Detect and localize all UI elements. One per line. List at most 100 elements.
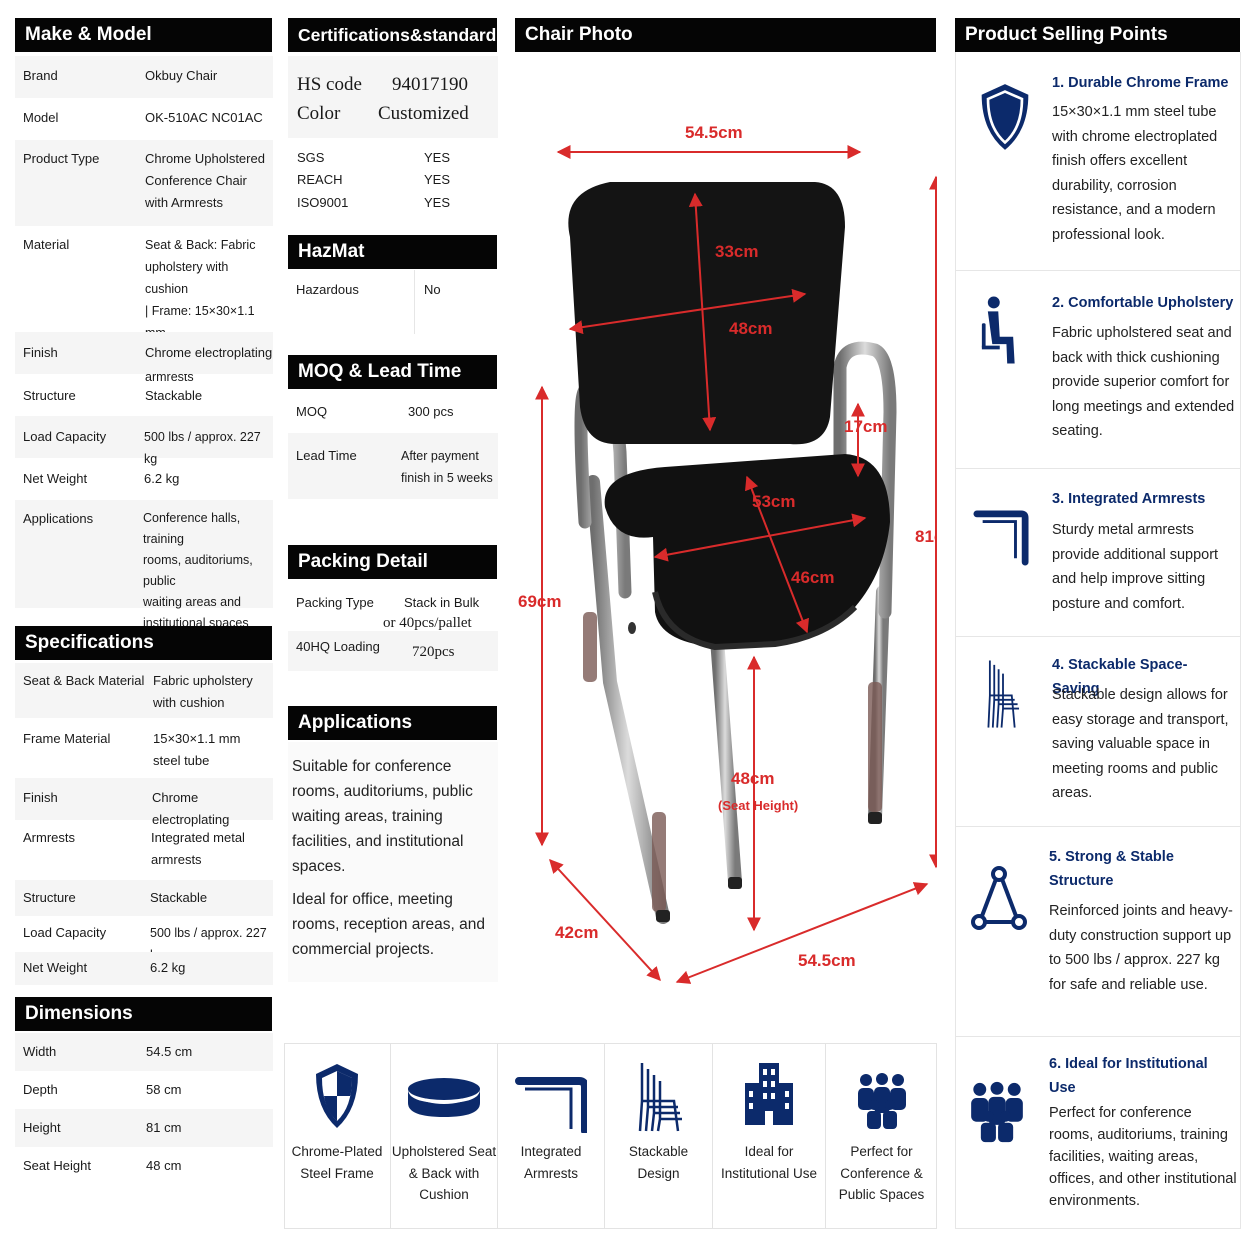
icon-bar-label: Stackable Design [628, 1144, 689, 1181]
packing-type-value-2: or 40pcs/pallet [383, 615, 472, 631]
chair-backrest [568, 182, 845, 445]
applications-header: Applications [288, 706, 497, 740]
row-value: 58 cm [146, 1082, 182, 1097]
applications-paragraph-2: Ideal for office, meeting rooms, recepti… [292, 891, 485, 958]
row-key: Seat & Back Material [23, 673, 145, 688]
packing-block: Packing Type Stack in Bulk or 40pcs/pall… [288, 581, 498, 671]
row-value: 15×30×1.1 mm steel tube [153, 731, 241, 768]
dim-base-width: 54.5cm [798, 951, 856, 970]
selling-point-6: 6. Ideal for Institutional Use Perfect f… [955, 1036, 1240, 1229]
table-row: Seat & Back Material Fabric upholstery wi… [15, 663, 273, 718]
cushion-icon [408, 1078, 480, 1117]
make-model-header: Make & Model [15, 18, 272, 52]
table-row: Structure Stackable [15, 374, 273, 416]
dim-arm-total: 69cm [518, 592, 561, 611]
loading-key: 40HQ Loading [296, 639, 380, 654]
row-key: Load Capacity [23, 429, 107, 444]
stacked-chairs-icon [987, 660, 1020, 728]
row-value: Conference halls, training rooms, audito… [143, 511, 253, 630]
dimension-arrows [535, 145, 937, 984]
lead-time-key: Lead Time [296, 448, 357, 463]
table-row: Product Type Chrome Upholstered Conferenc… [15, 140, 273, 226]
table-row: Depth 58 cm [15, 1071, 273, 1109]
selling-point-title: 5. Strong & Stable Structure [1049, 849, 1174, 889]
selling-point-title: 3. Integrated Armrests [1052, 491, 1206, 507]
row-value: 54.5 cm [146, 1044, 193, 1059]
row-value: Chrome Upholstered Conference Chair with… [145, 151, 265, 210]
moq-key: MOQ [296, 404, 328, 419]
hs-code-label: HS code [297, 74, 362, 95]
selling-point-title: 2. Comfortable Upholstery [1052, 295, 1234, 311]
certifications-block: HS code 94017190 Color Customized SGS YE… [288, 56, 498, 228]
selling-point-title: 1. Durable Chrome Frame [1052, 75, 1229, 91]
specifications-header: Specifications [15, 626, 272, 660]
row-value: Stackable [150, 890, 208, 905]
dim-seat-width: 46cm [791, 568, 834, 587]
chair-photo-header: Chair Photo [515, 18, 936, 52]
shield-icon [316, 1064, 358, 1128]
row-key: Load Capacity [23, 925, 107, 940]
icon-bar-item-upholstered: Upholstered Seat & Back with Cushion [391, 1043, 498, 1229]
selling-point-1: 1. Durable Chrome Frame 15×30×1.1 mm ste… [955, 52, 1240, 270]
stacked-chairs-icon [638, 1063, 682, 1132]
selling-points-header: Product Selling Points [955, 18, 1240, 52]
selling-point-4: 4. Stackable Space-Saving Stackable desi… [955, 636, 1240, 826]
icon-bar-label: Perfect for Conference & Public Spaces [838, 1144, 925, 1202]
cert-iso-value: YES [424, 195, 451, 210]
dim-seat-height: 48cm [731, 769, 774, 788]
row-key: Finish [23, 345, 58, 360]
row-value: 6.2 kg [150, 960, 186, 975]
selling-point-body: Perfect for conference rooms, auditorium… [1049, 1105, 1237, 1209]
dimensions-header: Dimensions [15, 997, 272, 1031]
icon-bar-item-chrome-frame: Chrome-Plated Steel Frame [284, 1043, 391, 1229]
table-row: Frame Material 15×30×1.1 mm steel tube [15, 718, 273, 778]
row-value: 81 cm [146, 1120, 182, 1135]
cert-sgs-key: SGS [297, 150, 325, 165]
packing-type-value: Stack in Bulk [404, 595, 480, 610]
hazmat-header: HazMat [288, 235, 497, 269]
row-key: Product Type [23, 151, 100, 166]
selling-point-body: Fabric upholstered seat and back with th… [1052, 325, 1235, 440]
row-key: Net Weight [23, 960, 88, 975]
dim-seat-height-note: (Seat Height) [718, 798, 798, 813]
selling-point-2: 2. Comfortable Upholstery Fabric upholst… [955, 270, 1240, 468]
selling-point-title: 6. Ideal for Institutional Use [1049, 1056, 1208, 1096]
row-value: 48 cm [146, 1158, 182, 1173]
icon-bar-item-armrests: Integrated Armrests [498, 1043, 605, 1229]
people-group-icon [857, 1073, 906, 1129]
cert-iso-key: ISO9001 [297, 195, 349, 210]
row-value: Chrome electroplating [152, 790, 230, 827]
row-value: Okbuy Chair [145, 68, 218, 83]
certifications-header: Certifications&standards [288, 18, 506, 52]
hazardous-key: Hazardous [296, 282, 359, 297]
row-value: Fabric upholstery with cushion [153, 673, 253, 710]
icon-bar [284, 1043, 937, 1229]
row-key: Depth [23, 1082, 58, 1097]
dim-base-depth: 42cm [555, 923, 598, 942]
selling-point-5: 5. Strong & Stable Structure Reinforced … [955, 826, 1240, 1036]
moq-header: MOQ & Lead Time [288, 355, 497, 389]
row-key: Material [23, 237, 70, 252]
row-key: Frame Material [23, 731, 111, 746]
row-key: Armrests [23, 830, 75, 845]
selling-point-title: 4. Stackable Space-Saving [1052, 657, 1188, 697]
row-value: OK-510AC NC01AC [145, 110, 263, 125]
selling-point-body: 15×30×1.1 mm steel tube with chrome elec… [1052, 104, 1218, 243]
hazmat-block: Hazardous No [288, 270, 498, 334]
row-key: Structure [23, 388, 76, 403]
row-value: Stackable [145, 388, 203, 403]
chair-seat [604, 454, 890, 647]
